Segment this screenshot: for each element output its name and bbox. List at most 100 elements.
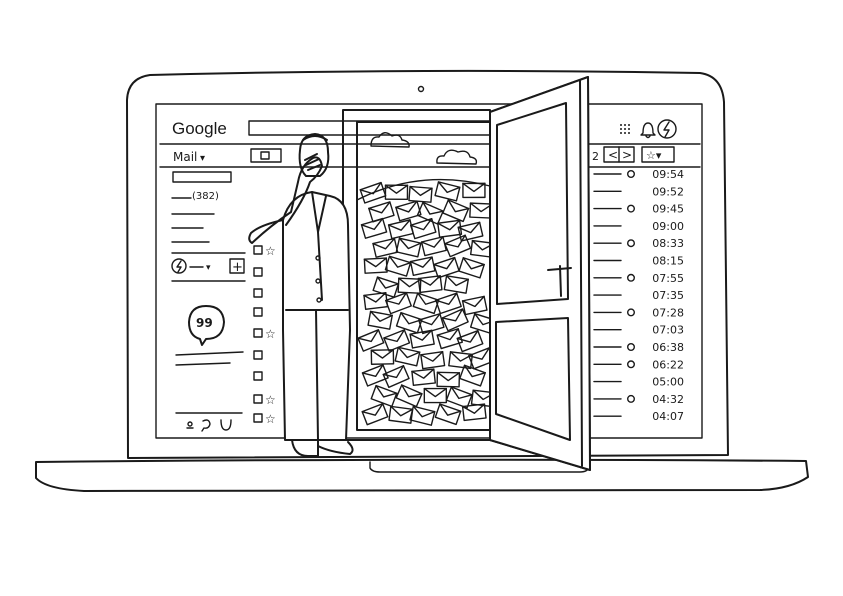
envelope-body — [388, 405, 414, 424]
paperclip-icon — [627, 204, 636, 213]
envelope-body — [395, 237, 422, 258]
new-chat-button[interactable] — [229, 258, 245, 274]
envelope-body — [423, 387, 448, 404]
envelope-body — [360, 217, 388, 239]
email-row-time[interactable]: 04:07 — [593, 410, 684, 423]
email-row-time[interactable]: 08:33 — [593, 237, 684, 250]
pagination-count: 2 — [592, 150, 599, 163]
envelope-body — [420, 351, 446, 370]
envelope-body — [462, 182, 486, 199]
sidebar-footer-icons[interactable] — [186, 419, 232, 432]
envelope-flap — [398, 277, 422, 288]
envelope — [408, 185, 433, 203]
chat-bubble-icon[interactable] — [188, 305, 225, 346]
next-page-button[interactable]: > — [622, 148, 632, 162]
envelope-body — [361, 364, 389, 387]
timestamp: 07:03 — [652, 324, 684, 337]
envelope — [384, 255, 412, 277]
email-row-time[interactable]: 09:45 — [593, 203, 684, 216]
envelope-flap — [445, 275, 469, 287]
row-checkbox[interactable] — [253, 394, 263, 404]
status-caret-icon[interactable]: ▾ — [206, 263, 211, 273]
envelope-body — [418, 313, 445, 335]
email-rows: ☆ ☆ ☆ ☆ — [253, 244, 276, 426]
star-icon[interactable]: ☆ — [265, 393, 276, 407]
email-row-time[interactable]: 07:55 — [593, 272, 684, 285]
timestamp: 09:45 — [652, 203, 684, 216]
hangouts-sidebar-icon[interactable] — [171, 258, 187, 274]
star-menu-label: ☆▾ — [646, 149, 662, 162]
chat-icon[interactable] — [201, 419, 211, 432]
search-input[interactable] — [248, 120, 504, 136]
envelope — [372, 276, 400, 298]
envelope-body — [385, 292, 412, 315]
envelope-flap — [450, 386, 473, 400]
email-row-time[interactable]: 04:32 — [593, 393, 684, 406]
envelope-flap — [401, 384, 423, 398]
email-row-time[interactable]: 07:28 — [593, 306, 684, 319]
envelope — [456, 329, 484, 353]
mail-label[interactable]: Mail — [173, 150, 197, 164]
mail-caret-icon[interactable]: ▾ — [200, 153, 205, 164]
email-row-time[interactable]: 06:22 — [593, 358, 684, 371]
envelope-flap — [418, 313, 441, 326]
envelope-body — [384, 255, 412, 277]
compose-button[interactable] — [172, 171, 232, 183]
email-row-time[interactable]: 07:03 — [593, 324, 684, 337]
row-checkbox[interactable] — [253, 288, 263, 298]
envelope-body — [436, 328, 463, 350]
email-row-time[interactable]: 06:38 — [593, 341, 684, 354]
row-checkbox[interactable] — [253, 245, 263, 255]
envelope-flap — [411, 368, 435, 379]
select-all-button[interactable] — [250, 148, 282, 163]
envelope — [395, 200, 422, 222]
envelope-flap — [400, 311, 423, 325]
grid-apps-icon[interactable] — [620, 124, 630, 134]
phone-icon[interactable] — [220, 419, 232, 431]
envelope — [361, 364, 389, 387]
envelope-flap — [409, 329, 433, 341]
prev-page-button[interactable]: < — [608, 148, 618, 162]
row-checkbox[interactable] — [253, 371, 263, 381]
timestamp: 09:52 — [652, 185, 684, 198]
envelope-flap — [376, 276, 400, 289]
star-icon[interactable]: ☆ — [265, 244, 276, 258]
plus-icon: + — [232, 260, 243, 275]
laptop-lid — [126, 69, 729, 459]
row-checkbox[interactable] — [253, 413, 263, 423]
hangouts-icon[interactable] — [657, 119, 677, 139]
email-row-time[interactable]: 09:54 — [593, 168, 684, 181]
envelope-flap — [385, 292, 408, 305]
envelope-body — [457, 221, 484, 242]
person-icon[interactable] — [187, 421, 193, 427]
star-icon[interactable]: ☆ — [265, 327, 276, 341]
envelope-body — [417, 275, 443, 294]
row-checkbox[interactable] — [253, 328, 263, 338]
grid-dot — [624, 128, 626, 130]
email-row-time[interactable]: 05:00 — [593, 376, 684, 389]
door-lower-panel — [495, 317, 571, 441]
envelope — [388, 405, 414, 424]
door-handle[interactable] — [547, 265, 572, 297]
envelope — [444, 234, 472, 258]
envelope — [409, 218, 437, 240]
row-checkbox[interactable] — [253, 307, 263, 317]
timestamp: 04:32 — [652, 393, 684, 406]
email-row-time[interactable]: 07:35 — [593, 289, 684, 302]
envelope-flap — [382, 365, 405, 379]
bell-icon[interactable] — [640, 122, 656, 139]
envelope — [387, 219, 414, 240]
row-checkbox[interactable] — [253, 350, 263, 360]
screen — [155, 103, 703, 439]
star-icon[interactable]: ☆ — [265, 412, 276, 426]
email-row-time[interactable]: 08:15 — [593, 255, 684, 268]
email-row-time[interactable]: 09:00 — [593, 220, 684, 233]
row-checkbox[interactable] — [253, 267, 263, 277]
star-menu-button[interactable] — [641, 146, 675, 163]
envelope-flap — [361, 403, 384, 416]
envelope-flap — [444, 234, 466, 248]
chat-bubble-text: 99 — [196, 316, 213, 330]
envelope-body — [397, 277, 422, 294]
email-row-time[interactable]: 09:52 — [593, 185, 684, 198]
